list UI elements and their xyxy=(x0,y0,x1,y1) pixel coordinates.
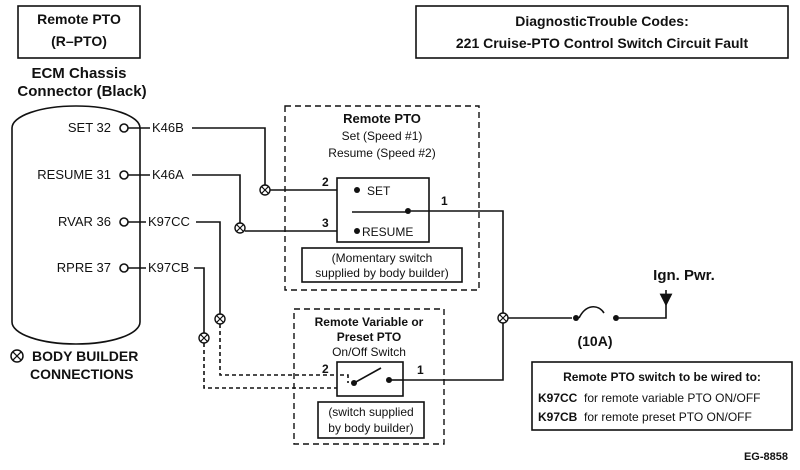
onoff-switch-blade xyxy=(353,367,382,384)
variable-title1: Remote Variable or xyxy=(315,315,424,329)
pin-rpre-terminal xyxy=(119,263,129,273)
momentary-note-box xyxy=(301,247,463,283)
pin-rvar-terminal xyxy=(119,217,129,227)
wiring-note-box xyxy=(531,361,793,431)
pin-rpre-label: RPRE 37 xyxy=(57,260,111,275)
circuit-k46a: K46A xyxy=(152,167,184,182)
switch-set-label: SET xyxy=(367,184,391,198)
wiring-note-row1-code: K97CC xyxy=(538,391,578,405)
common-contact-dot xyxy=(405,208,411,214)
ecm-pin-set: SET 32 K46B xyxy=(68,120,184,135)
ign-power-label: Ign. Pwr. xyxy=(653,267,715,284)
switch-resume-label: RESUME xyxy=(362,225,413,239)
wiring-note-row2-code: K97CB xyxy=(538,410,578,424)
onoff-input-dashed xyxy=(340,374,349,383)
fuse-label: (10A) xyxy=(577,333,612,349)
wire-momentary-common xyxy=(411,210,504,313)
remote-pto-sub2: Resume (Speed #2) xyxy=(328,146,435,160)
title-line2: (R–PTO) xyxy=(51,33,107,49)
wire-k97cc xyxy=(196,221,221,314)
body-builder-connection-icon xyxy=(497,312,509,324)
wire-k97cb-dashed xyxy=(203,343,340,389)
pin-set-terminal xyxy=(119,123,129,133)
variable-note-box xyxy=(317,401,425,439)
ecm-connector-body xyxy=(11,105,141,345)
wiring-note-title: Remote PTO switch to be wired to: xyxy=(563,370,761,384)
fuse-icon xyxy=(573,306,619,321)
title-box: Remote PTO (R–PTO) xyxy=(17,5,141,59)
dtc-line1: DiagnosticTrouble Codes: xyxy=(515,13,688,29)
wire-onoff-common xyxy=(403,323,504,381)
set-contact-dot xyxy=(354,187,360,193)
legend-line2: CONNECTIONS xyxy=(30,366,133,382)
wiring-note-row1-text: for remote variable PTO ON/OFF xyxy=(584,391,761,405)
pin-resume-terminal xyxy=(119,170,129,180)
variable-note-line1: (switch supplied xyxy=(328,405,413,419)
pin-rvar-label: RVAR 36 xyxy=(58,214,111,229)
circuit-k97cc: K97CC xyxy=(148,214,190,229)
ecm-pin-rvar: RVAR 36 K97CC xyxy=(58,214,190,229)
title-line1: Remote PTO xyxy=(37,11,121,27)
figure-id: EG-8858 xyxy=(744,451,788,463)
wiring-note-row2-text: for remote preset PTO ON/OFF xyxy=(584,410,752,424)
wire-ign-power xyxy=(619,296,667,319)
dtc-line2: 221 Cruise-PTO Control Switch Circuit Fa… xyxy=(456,35,749,51)
variable-title3: On/Off Switch xyxy=(332,345,406,359)
ecm-label-line1: ECM Chassis xyxy=(31,65,126,82)
ecm-label-line2: Connector (Black) xyxy=(17,83,146,100)
wire-k97cb xyxy=(194,267,205,333)
remote-pto-sub1: Set (Speed #1) xyxy=(342,129,423,143)
onoff-terminal-2-number: 2 xyxy=(322,362,329,376)
body-builder-connection-icon xyxy=(198,332,210,344)
circuit-k46b: K46B xyxy=(152,120,184,135)
remote-pto-box xyxy=(284,105,480,291)
variable-title2: Preset PTO xyxy=(337,330,401,344)
dtc-box: DiagnosticTrouble Codes: 221 Cruise-PTO … xyxy=(415,5,789,59)
onoff-switch xyxy=(336,361,404,397)
ecm-pin-rpre: RPRE 37 K97CB xyxy=(57,260,189,275)
momentary-note-line1: (Momentary switch xyxy=(332,251,433,265)
wire-k46b xyxy=(192,127,266,186)
variable-preset-box xyxy=(293,308,445,445)
momentary-switch xyxy=(336,177,430,243)
common-terminal-number: 1 xyxy=(441,194,448,208)
wire-k97cc-dashed xyxy=(219,324,340,376)
set-terminal-number: 2 xyxy=(322,175,329,189)
legend-line1: BODY BUILDER xyxy=(32,348,138,364)
body-builder-connection-icon xyxy=(10,349,24,363)
ecm-pin-resume: RESUME 31 K46A xyxy=(37,167,184,182)
remote-pto-title: Remote PTO xyxy=(343,111,421,126)
legend: BODY BUILDER CONNECTIONS xyxy=(10,348,138,382)
pin-resume-label: RESUME 31 xyxy=(37,167,111,182)
body-builder-connection-icon xyxy=(214,313,226,325)
momentary-note-line2: supplied by body builder) xyxy=(315,266,448,280)
variable-note-line2: by body builder) xyxy=(328,421,413,435)
wire-k46a xyxy=(192,174,241,223)
resume-terminal-number: 3 xyxy=(322,216,329,230)
circuit-k97cb: K97CB xyxy=(148,260,189,275)
body-builder-connection-icon xyxy=(259,184,271,196)
onoff-terminal-1-number: 1 xyxy=(417,363,424,377)
body-builder-connection-icon xyxy=(234,222,246,234)
pin-set-label: SET 32 xyxy=(68,120,111,135)
resume-contact-dot xyxy=(354,228,360,234)
